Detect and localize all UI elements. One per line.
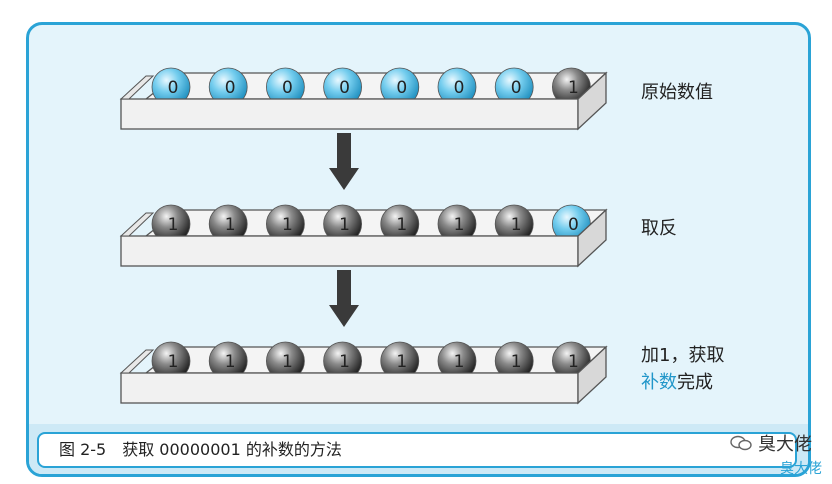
bit-value: 0: [396, 78, 407, 98]
down-arrow-1: [329, 133, 359, 190]
bit-value: 1: [511, 215, 522, 235]
watermark-sub: 臭大佬: [780, 461, 822, 477]
bit-ball: 1: [323, 204, 363, 244]
trays-layer: 0 0 0 0 0 0 0 1 1 1 1 1 1 1 1 0 1 1 1 1 1 1 1 1: [119, 67, 608, 405]
wechat-icon: [730, 435, 752, 451]
bit-value: 1: [568, 352, 579, 372]
bit-value: 0: [454, 78, 465, 98]
tray-front: [120, 98, 579, 130]
tray-side: [577, 345, 607, 405]
down-arrow-2: [329, 270, 359, 327]
bit-value: 1: [511, 352, 522, 372]
diagram-frame: 0 0 0 0 0 0 0 1 1 1 1 1 1 1 1 0 1 1 1 1 1 1 1 1 原始数值 取反 加1，获取 补…: [26, 22, 811, 477]
tray-row-1: 0 0 0 0 0 0 0 1: [119, 67, 608, 131]
tray-row-2: 1 1 1 1 1 1 1 0: [119, 204, 608, 268]
row-label-add-one: 加1，获取: [641, 345, 725, 366]
bit-value: 1: [454, 352, 465, 372]
bit-ball: 0: [437, 67, 477, 107]
watermark: 臭大佬: [730, 430, 812, 456]
bit-value: 0: [225, 78, 236, 98]
row-label-complete-rest: 完成: [677, 372, 713, 393]
bit-value: 1: [168, 352, 179, 372]
bit-value: 0: [568, 215, 579, 235]
arrows-layer: [329, 133, 359, 327]
bit-value: 1: [282, 352, 293, 372]
caption-box: 图 2-5 获取 00000001 的补数的方法: [37, 432, 797, 468]
highlight-complement-term: 补数: [641, 372, 677, 393]
tray-left-cap: [119, 75, 155, 100]
bit-value: 1: [396, 352, 407, 372]
tray-row-3: 1 1 1 1 1 1 1 1: [119, 341, 608, 405]
bit-value: 0: [339, 78, 350, 98]
tray-front: [120, 372, 579, 404]
tray-left-cap: [119, 349, 155, 374]
bit-value: 1: [339, 215, 350, 235]
tray-left-cap: [119, 212, 155, 237]
bit-value: 1: [282, 215, 293, 235]
bit-value: 1: [168, 215, 179, 235]
bit-value: 1: [568, 78, 579, 98]
row-label-complete: 补数完成: [641, 369, 713, 397]
bit-value: 0: [511, 78, 522, 98]
bit-value: 1: [225, 215, 236, 235]
figure-caption: 图 2-5 获取 00000001 的补数的方法: [59, 440, 342, 459]
bit-ball: 0: [494, 67, 534, 107]
tray-front: [120, 235, 579, 267]
bit-value: 0: [168, 78, 179, 98]
caption-bar: 图 2-5 获取 00000001 的补数的方法: [29, 424, 808, 474]
bit-value: 0: [282, 78, 293, 98]
bit-value: 1: [339, 352, 350, 372]
bit-value: 1: [225, 352, 236, 372]
bit-value: 1: [396, 215, 407, 235]
watermark-text: 臭大佬: [758, 434, 812, 455]
tray-side: [577, 71, 607, 131]
row-label-invert: 取反: [641, 218, 677, 239]
diagram-canvas: 0 0 0 0 0 0 0 1 1 1 1 1 1 1 1 0 1 1 1 1 1 1 1 1: [119, 67, 608, 405]
bit-value: 1: [454, 215, 465, 235]
tray-side: [577, 208, 607, 268]
row-label-original: 原始数值: [641, 82, 713, 103]
